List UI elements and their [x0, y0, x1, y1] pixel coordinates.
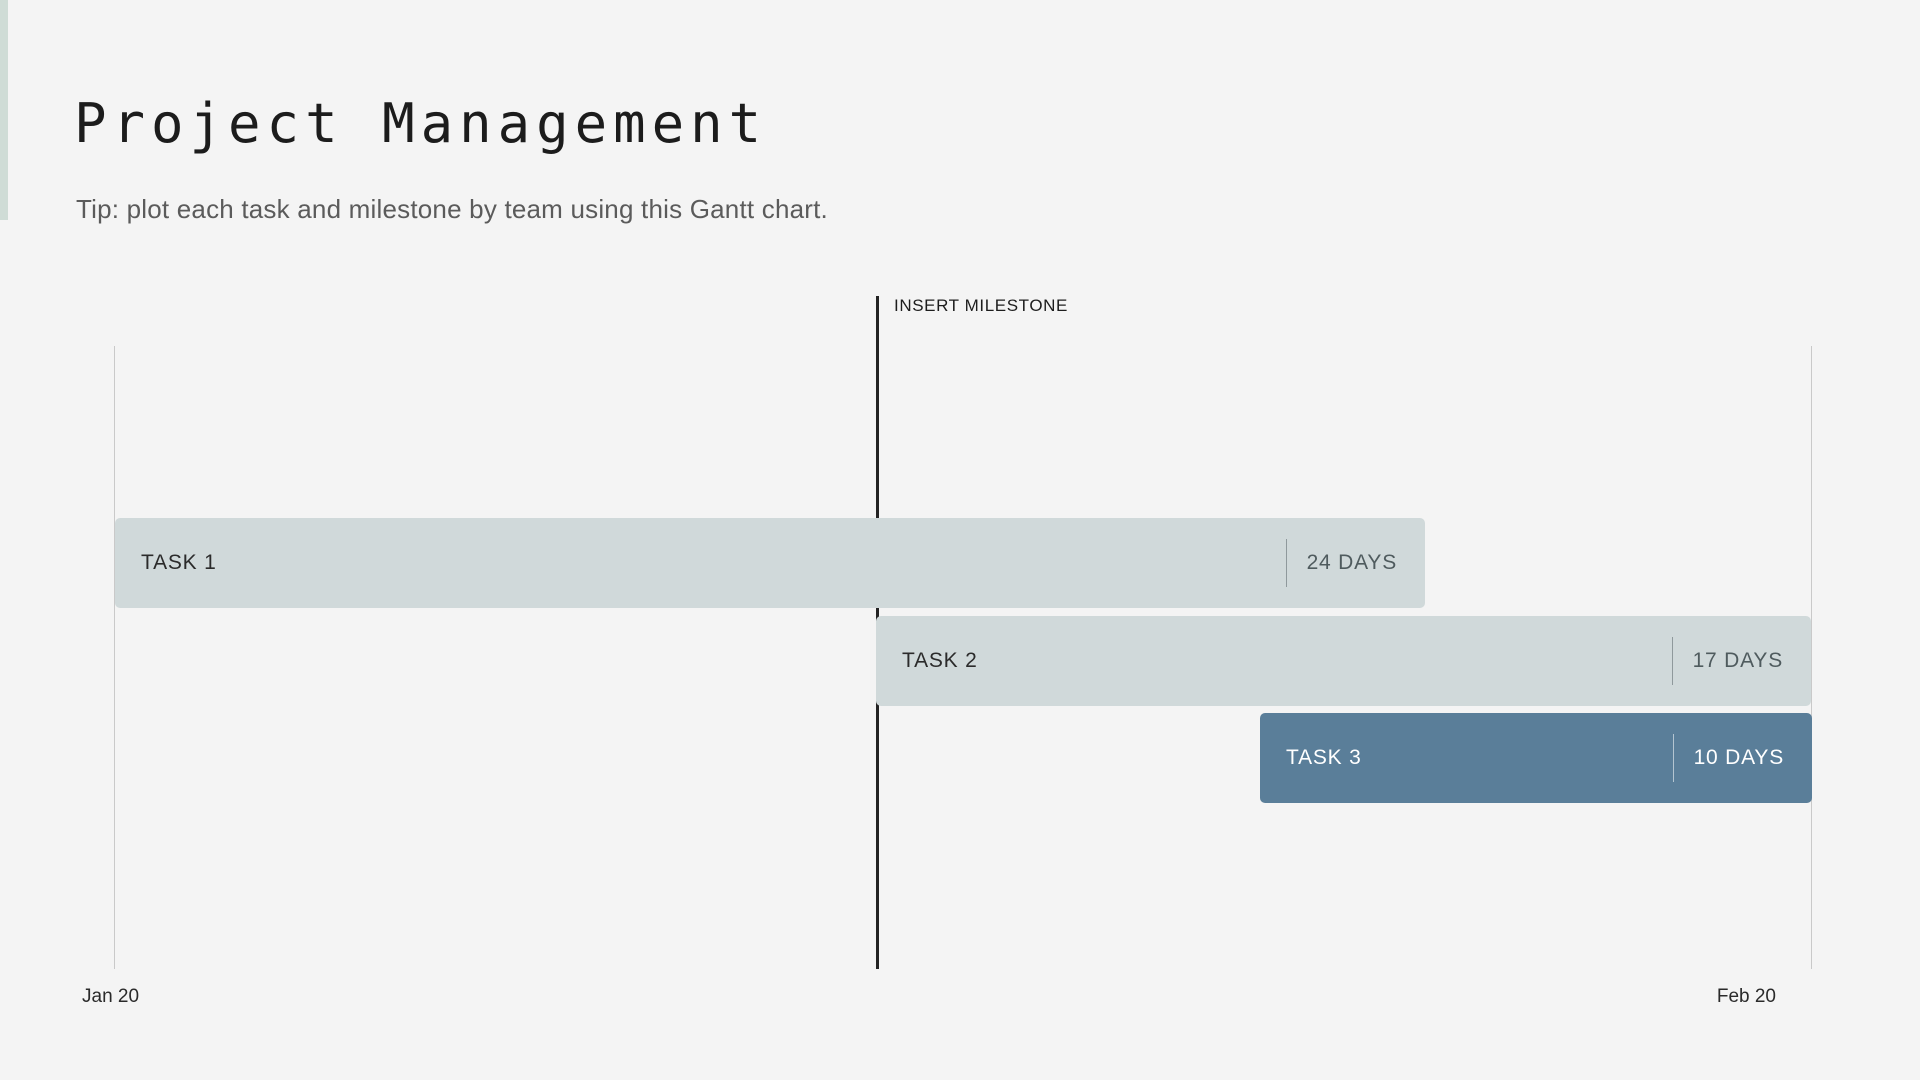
page-title: Project Management	[74, 92, 768, 156]
task-label: TASK 2	[902, 649, 978, 672]
task-bar[interactable]: TASK 1 24 DAYS	[115, 518, 1425, 608]
task-duration: 17 DAYS	[1692, 649, 1783, 672]
axis-label-start: Jan 20	[82, 986, 140, 1007]
task-duration: 24 DAYS	[1306, 551, 1397, 574]
task-bar[interactable]: TASK 2 17 DAYS	[876, 616, 1811, 706]
axis-label-end: Feb 20	[1716, 986, 1776, 1007]
duration-divider	[1671, 637, 1673, 685]
axis-line-start	[114, 346, 115, 969]
header-accent-bar	[0, 0, 8, 220]
task-bar[interactable]: TASK 3 10 DAYS	[1260, 713, 1812, 803]
page-subtitle: Tip: plot each task and milestone by tea…	[76, 194, 828, 224]
task-duration: 10 DAYS	[1693, 746, 1784, 769]
duration-divider	[1672, 734, 1674, 782]
task-duration-group: 17 DAYS	[1671, 616, 1811, 706]
task-duration-group: 24 DAYS	[1285, 518, 1425, 608]
task-label: TASK 1	[141, 551, 217, 574]
task-duration-group: 10 DAYS	[1672, 713, 1812, 803]
axis-line-end	[1811, 346, 1812, 969]
task-label: TASK 3	[1286, 746, 1362, 769]
duration-divider	[1285, 539, 1287, 587]
milestone-label[interactable]: INSERT MILESTONE	[894, 296, 1068, 315]
